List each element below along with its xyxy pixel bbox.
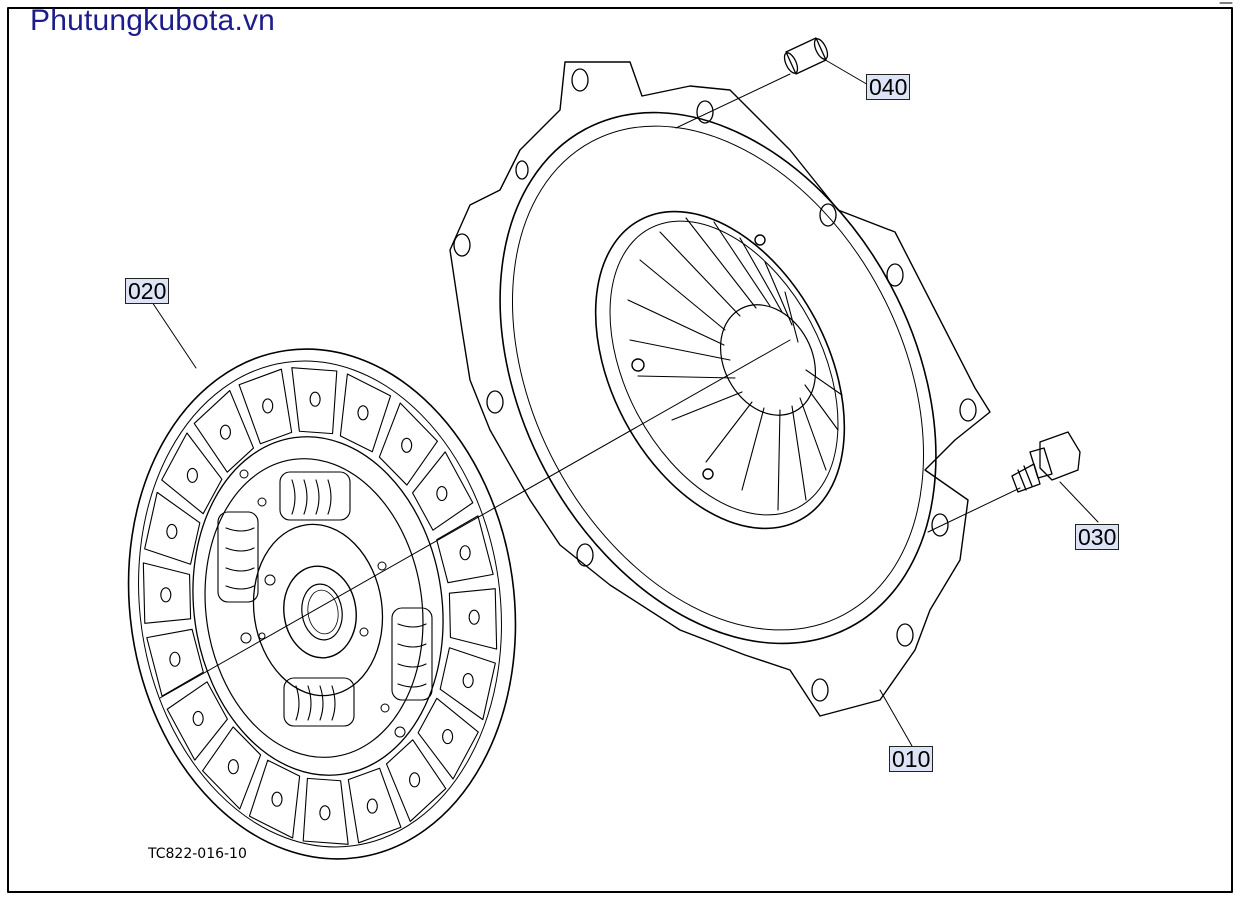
hub-spline-bore (301, 583, 343, 641)
hub-flange (252, 523, 384, 697)
pad-rivet-hole (160, 587, 172, 603)
callout-030[interactable]: 030 (1075, 524, 1120, 550)
friction-pad (144, 491, 201, 565)
friction-pad (378, 402, 438, 486)
friction-pad (142, 562, 192, 624)
friction-pad (339, 373, 392, 453)
friction-pad (417, 697, 479, 780)
friction-pad (248, 759, 301, 839)
friction-pad (347, 767, 402, 844)
pad-rivet-hole (227, 759, 239, 775)
friction-pad (238, 368, 293, 445)
friction-pad (161, 432, 223, 515)
bolt-part (1011, 431, 1081, 493)
friction-pad (291, 367, 338, 435)
rivet-hole (631, 358, 645, 372)
clutch-cover-assembly (449, 61, 991, 717)
pad-rivet-hole (436, 485, 448, 502)
pad-rivet-hole (401, 437, 413, 453)
damper-springs (217, 471, 433, 727)
hub (283, 565, 357, 659)
friction-pad (385, 739, 447, 823)
pad-rivet-hole (357, 405, 369, 421)
pad-rivet-hole (262, 398, 274, 414)
pad-rivet-hole (219, 424, 231, 440)
cover-opening-lip (609, 220, 839, 516)
rivet-hole (702, 468, 714, 480)
pad-rivet-hole (169, 651, 181, 667)
pad-rivet-hole (166, 523, 178, 540)
cover-face-inner (512, 125, 924, 631)
friction-pad (146, 628, 204, 697)
callout-010[interactable]: 010 (889, 746, 934, 772)
leader-lines (151, 57, 1099, 747)
pad-rivet-hole (468, 609, 480, 625)
friction-pads (142, 367, 498, 845)
pad-rivet-hole (366, 798, 378, 814)
pad-rivet-hole (442, 729, 454, 745)
friction-pad (202, 726, 262, 810)
pad-rivet-hole (462, 672, 474, 689)
pad-rivet-hole (271, 791, 283, 807)
callout-040[interactable]: 040 (866, 74, 911, 100)
drawing-code: TC822-016-10 (148, 846, 247, 862)
pad-rivet-hole (186, 467, 198, 483)
assembly-axis-line (159, 339, 791, 699)
disc-facing-inner-edge (192, 436, 444, 776)
disc-outer-rim (127, 348, 517, 860)
drawing-frame (7, 7, 1233, 893)
cover-opening (594, 210, 846, 530)
pad-rivet-hole (192, 710, 204, 727)
cover-outline (449, 61, 991, 717)
friction-pad (412, 451, 474, 531)
dowel-pin-part (783, 37, 829, 75)
diaphragm-spring-fingers (627, 217, 843, 511)
watermark: Phutungkubota.vn (30, 4, 276, 37)
clutch-disc-assembly (127, 348, 517, 860)
friction-pad (166, 681, 228, 761)
disc-plate (204, 458, 424, 758)
callout-020[interactable]: 020 (125, 278, 170, 304)
cover-face (499, 111, 937, 645)
pad-rivet-hole (409, 772, 421, 788)
friction-pad (439, 647, 496, 721)
release-bearing-ring (719, 304, 817, 416)
rivet-hole (754, 234, 766, 246)
pad-rivet-hole (319, 805, 331, 821)
pad-rivet-hole (309, 391, 321, 407)
friction-pad (193, 389, 255, 473)
disc-rivets (239, 469, 406, 738)
mounting-holes (453, 68, 977, 702)
friction-pad (436, 515, 494, 584)
disc-outer-rim-inner (138, 360, 502, 848)
pad-rivet-hole (459, 545, 471, 561)
friction-pad (448, 588, 498, 650)
friction-pad (302, 777, 349, 845)
